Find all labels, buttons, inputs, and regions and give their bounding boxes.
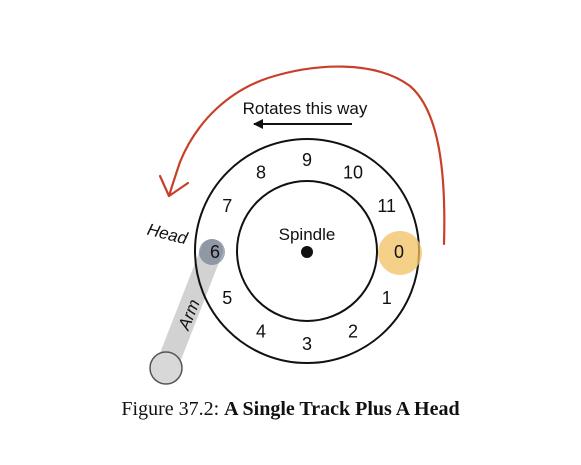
sector-label-3: 3 <box>302 334 312 354</box>
sector-label-2: 2 <box>348 322 358 342</box>
sector-label-5: 5 <box>222 288 232 308</box>
spindle-dot <box>301 246 313 258</box>
sector-label-1: 1 <box>382 288 392 308</box>
track-inner <box>236 180 378 322</box>
sector-0-highlight <box>378 231 422 275</box>
sector-label-8: 8 <box>256 162 266 182</box>
rotation-label: Rotates this way <box>243 99 368 118</box>
caption-title: A Single Track Plus A Head <box>224 398 460 420</box>
arm-pivot <box>149 351 183 385</box>
sector-label-7: 7 <box>222 196 232 216</box>
sector-label-6: 6 <box>210 242 220 262</box>
sector-label-9: 9 <box>302 150 312 170</box>
sector-label-4: 4 <box>256 322 266 342</box>
disk-head <box>199 239 225 265</box>
sector-labels: 0 1 2 3 4 5 6 7 8 9 10 11 <box>210 150 404 354</box>
figure-caption: Figure 37.2: A Single Track Plus A Head <box>0 398 581 421</box>
sector-label-10: 10 <box>343 162 363 182</box>
sector-label-0: 0 <box>394 242 404 262</box>
disk-arm: Arm <box>149 239 223 385</box>
arm-label: Arm <box>174 297 204 334</box>
sector-label-11: 11 <box>377 196 396 216</box>
caption-prefix: Figure 37.2: <box>121 398 220 420</box>
spindle-label: Spindle <box>279 225 336 244</box>
annotation-curve <box>167 65 446 246</box>
annotation-arrowhead <box>158 174 190 198</box>
head-label: Head <box>145 220 190 248</box>
